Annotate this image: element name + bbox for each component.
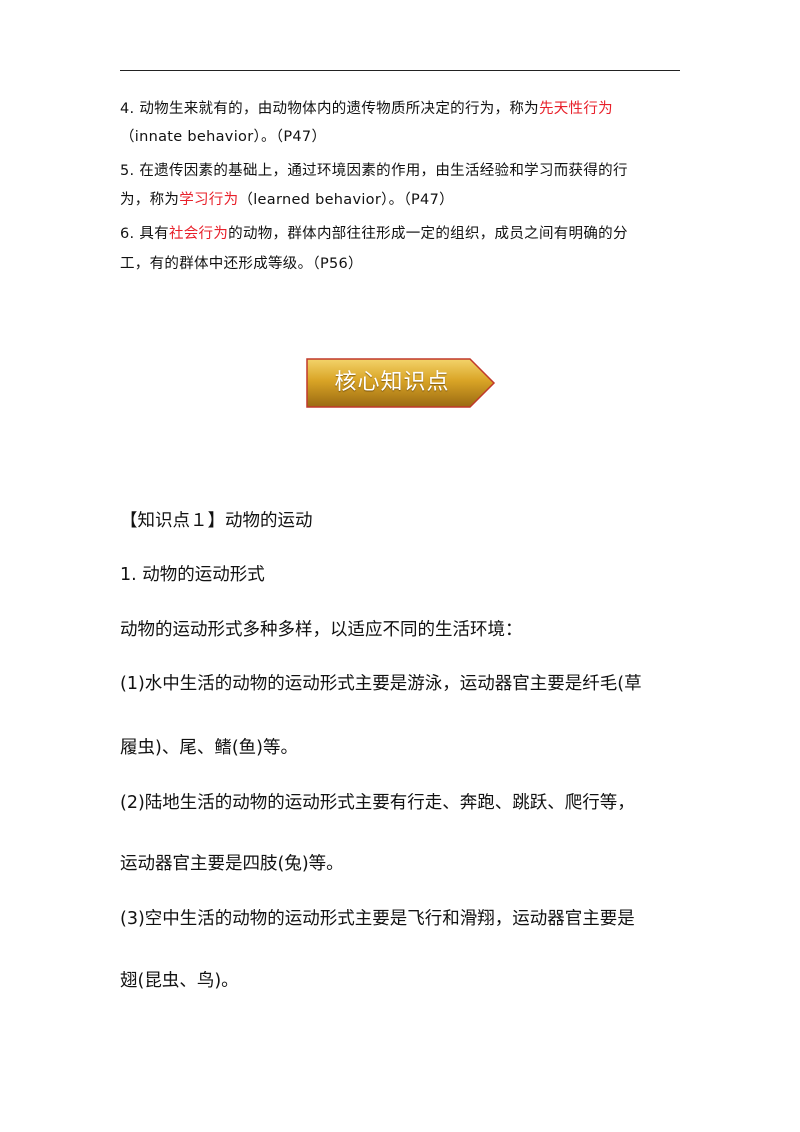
definition-5-line-1: 5. 在遗传因素的基础上，通过环境因素的作用，由生活经验和学习而获得的行	[120, 163, 628, 179]
section-heading: 【知识点１】动物的运动	[120, 511, 313, 531]
item-1-line-2: 履虫)、尾、鳍(鱼)等。	[120, 738, 298, 758]
definition-5-line-2: 为，称为学习行为（learned behavior）。（P47）	[120, 192, 454, 208]
definition-6-line-2: 工，有的群体中还形成等级。（P56）	[120, 256, 363, 272]
definition-6-line-1: 6. 具有社会行为的动物，群体内部往往形成一定的组织，成员之间有明确的分	[120, 226, 628, 242]
term-learned-behavior: 学习行为	[179, 192, 239, 208]
item-1-line-1: (1)水中生活的动物的运动形式主要是游泳，运动器官主要是纤毛(草	[120, 674, 642, 694]
section-subheading: 1. 动物的运动形式	[120, 565, 265, 585]
item-2-line-1: (2)陆地生活的动物的运动形式主要有行走、奔跑、跳跃、爬行等，	[120, 793, 635, 813]
item-3-line-1: (3)空中生活的动物的运动形式主要是飞行和滑翔，运动器官主要是	[120, 909, 635, 929]
term-social-behavior: 社会行为	[168, 226, 229, 242]
banner-arrow-shape	[306, 358, 496, 408]
item-3-line-2: 翅(昆虫、鸟)。	[120, 971, 239, 991]
definition-4-line-2: （innate behavior）。（P47）	[120, 129, 327, 145]
item-2-line-2: 运动器官主要是四肢(兔)等。	[120, 854, 344, 874]
header-rule	[120, 70, 680, 71]
core-knowledge-banner: 核心知识点	[306, 358, 496, 408]
definition-4-line-1: 4. 动物生来就有的，由动物体内的遗传物质所决定的行为，称为先天性行为	[120, 101, 613, 117]
term-innate-behavior: 先天性行为	[538, 101, 613, 117]
banner-label: 核心知识点	[334, 370, 450, 395]
section-intro: 动物的运动形式多种多样，以适应不同的生活环境：	[120, 620, 523, 640]
